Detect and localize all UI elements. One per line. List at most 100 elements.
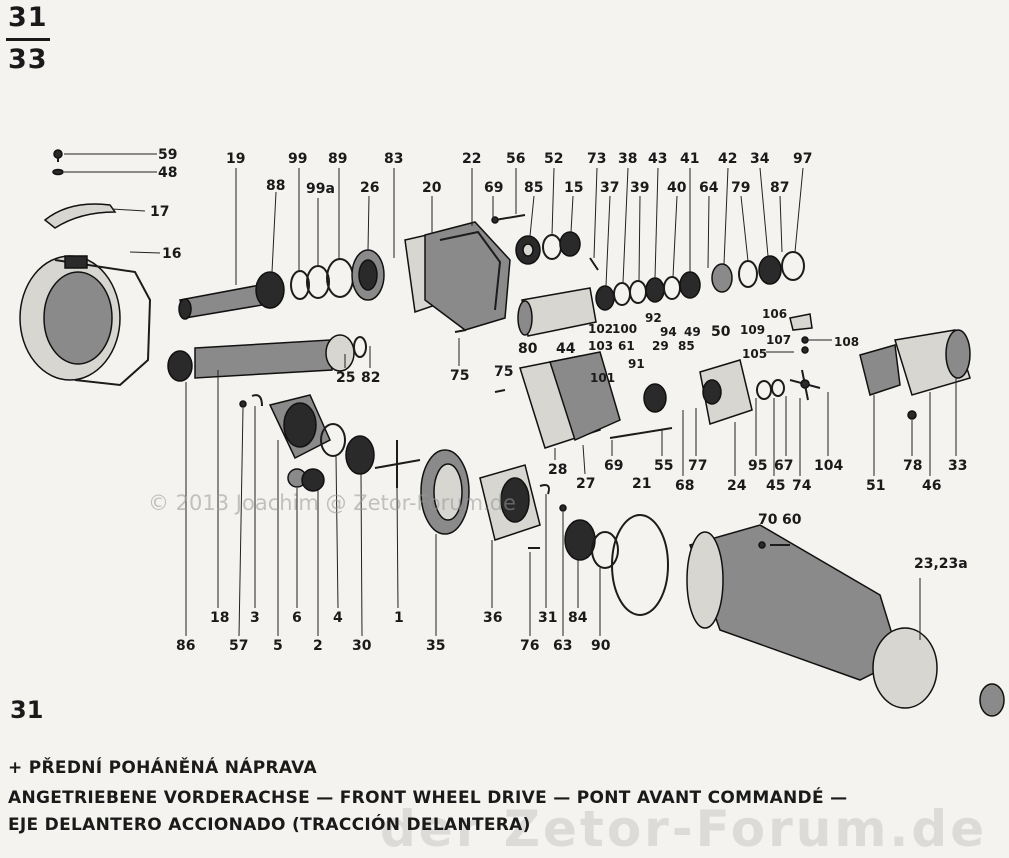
screw-part-59 — [53, 149, 63, 162]
callout-76: 76 — [520, 638, 539, 654]
pin-part-63 — [559, 504, 567, 512]
callout-30: 30 — [352, 638, 372, 654]
callout-46: 46 — [922, 478, 941, 494]
o-ring-part-21 — [611, 514, 669, 616]
callout-89: 89 — [328, 151, 347, 167]
partial-part-edge — [979, 683, 1005, 717]
callout-28: 28 — [548, 462, 567, 478]
differential-case-part-5 — [268, 394, 331, 460]
callout-57: 57 — [229, 638, 248, 654]
callout-67: 67 — [774, 458, 793, 474]
callout-6: 6 — [292, 610, 302, 626]
callout-33: 33 — [948, 458, 967, 474]
callout-45: 45 — [766, 478, 785, 494]
callout-80: 80 — [518, 341, 538, 357]
boot-part-33 — [894, 329, 971, 396]
callout-17: 17 — [150, 204, 169, 220]
callout-99a: 99a — [306, 181, 335, 197]
callout-16: 16 — [162, 246, 181, 262]
callout-74: 74 — [792, 478, 812, 494]
washer-part-48 — [52, 168, 64, 176]
callout-37: 37 — [600, 180, 619, 196]
callout-15: 15 — [564, 180, 583, 196]
ring-series — [595, 251, 805, 311]
pin-part-3 — [251, 394, 263, 407]
callout-68: 68 — [675, 478, 694, 494]
pin-part-57 — [239, 400, 247, 408]
ring-part-95 — [756, 380, 772, 400]
callout-77: 77 — [688, 458, 707, 474]
figure-number: 31 — [10, 696, 44, 724]
callout-1: 1 — [394, 610, 404, 626]
gear-part-2 — [301, 468, 325, 492]
callout-35: 35 — [426, 638, 445, 654]
spider-part-1 — [374, 440, 421, 488]
callout-84: 84 — [568, 610, 588, 626]
callout-2: 2 — [313, 638, 323, 654]
pin-part-73 — [589, 257, 599, 271]
callout-103: 103 — [588, 339, 613, 353]
callout-51: 51 — [866, 478, 885, 494]
callout-42: 42 — [718, 151, 737, 167]
sleeve-part-80 — [517, 287, 597, 337]
pin-part-75 — [454, 329, 506, 393]
bearing-ring-88 — [255, 271, 285, 309]
callout-52: 52 — [544, 151, 563, 167]
callout-38: 38 — [618, 151, 637, 167]
callout-40: 40 — [667, 180, 687, 196]
callout-22: 22 — [462, 151, 481, 167]
gear-part-26 — [351, 249, 385, 301]
callout-104: 104 — [814, 458, 843, 474]
small-parts-106 — [789, 313, 813, 354]
callout-18: 18 — [210, 610, 229, 626]
ring-99a — [306, 265, 330, 299]
callout-44: 44 — [556, 341, 576, 357]
fraction-divider — [6, 38, 50, 41]
pin-part-78 — [907, 410, 917, 420]
copyright-watermark: © 2013 Joachim @ Zetor-Forum.de — [148, 491, 516, 515]
callout-73: 73 — [587, 151, 606, 167]
callout-39: 39 — [630, 180, 649, 196]
callout-105: 105 — [742, 347, 767, 361]
ring-part-45 — [771, 379, 785, 397]
callout-85-b: 85 — [678, 339, 695, 353]
callout-101: 101 — [590, 371, 615, 385]
flange-hub-part-24 — [699, 359, 753, 425]
gear-part-30 — [345, 435, 375, 475]
ring-99 — [290, 270, 310, 300]
callout-31: 31 — [538, 610, 557, 626]
yoke-part-51 — [859, 344, 901, 396]
page-number-bottom: 33 — [8, 44, 48, 75]
page-number-top: 31 — [8, 2, 48, 33]
leader-lines — [64, 153, 957, 640]
seal-part-90 — [591, 531, 619, 569]
ring-part-52 — [542, 234, 562, 260]
callout-69-mid: 69 — [604, 458, 623, 474]
carrier-part-36 — [479, 464, 541, 541]
callout-3: 3 — [250, 610, 260, 626]
caption-spanish: EJE DELANTERO ACCIONADO (TRACCIÓN DELANT… — [8, 815, 531, 835]
callout-5: 5 — [273, 638, 283, 654]
callout-92: 92 — [645, 311, 662, 325]
bracket-part-17 — [43, 203, 117, 229]
bolt-part-56 — [491, 214, 526, 224]
callout-34: 34 — [750, 151, 770, 167]
callout-85: 85 — [524, 180, 543, 196]
callout-23-23a: 23,23a — [914, 556, 968, 572]
bearing-part-84 — [564, 519, 596, 561]
callout-21: 21 — [632, 476, 651, 492]
callout-36: 36 — [483, 610, 502, 626]
callout-79: 79 — [731, 180, 750, 196]
clip-part-31 — [539, 484, 550, 495]
callout-41: 41 — [680, 151, 699, 167]
callout-26: 26 — [360, 180, 379, 196]
half-shaft-part-18 — [167, 334, 367, 382]
callout-109: 109 — [740, 323, 765, 337]
callout-108: 108 — [834, 335, 859, 349]
callout-95: 95 — [748, 458, 767, 474]
callout-82: 82 — [361, 370, 380, 386]
callout-60: 60 — [782, 512, 802, 528]
ring-89 — [326, 258, 354, 298]
callout-107: 107 — [766, 333, 791, 347]
